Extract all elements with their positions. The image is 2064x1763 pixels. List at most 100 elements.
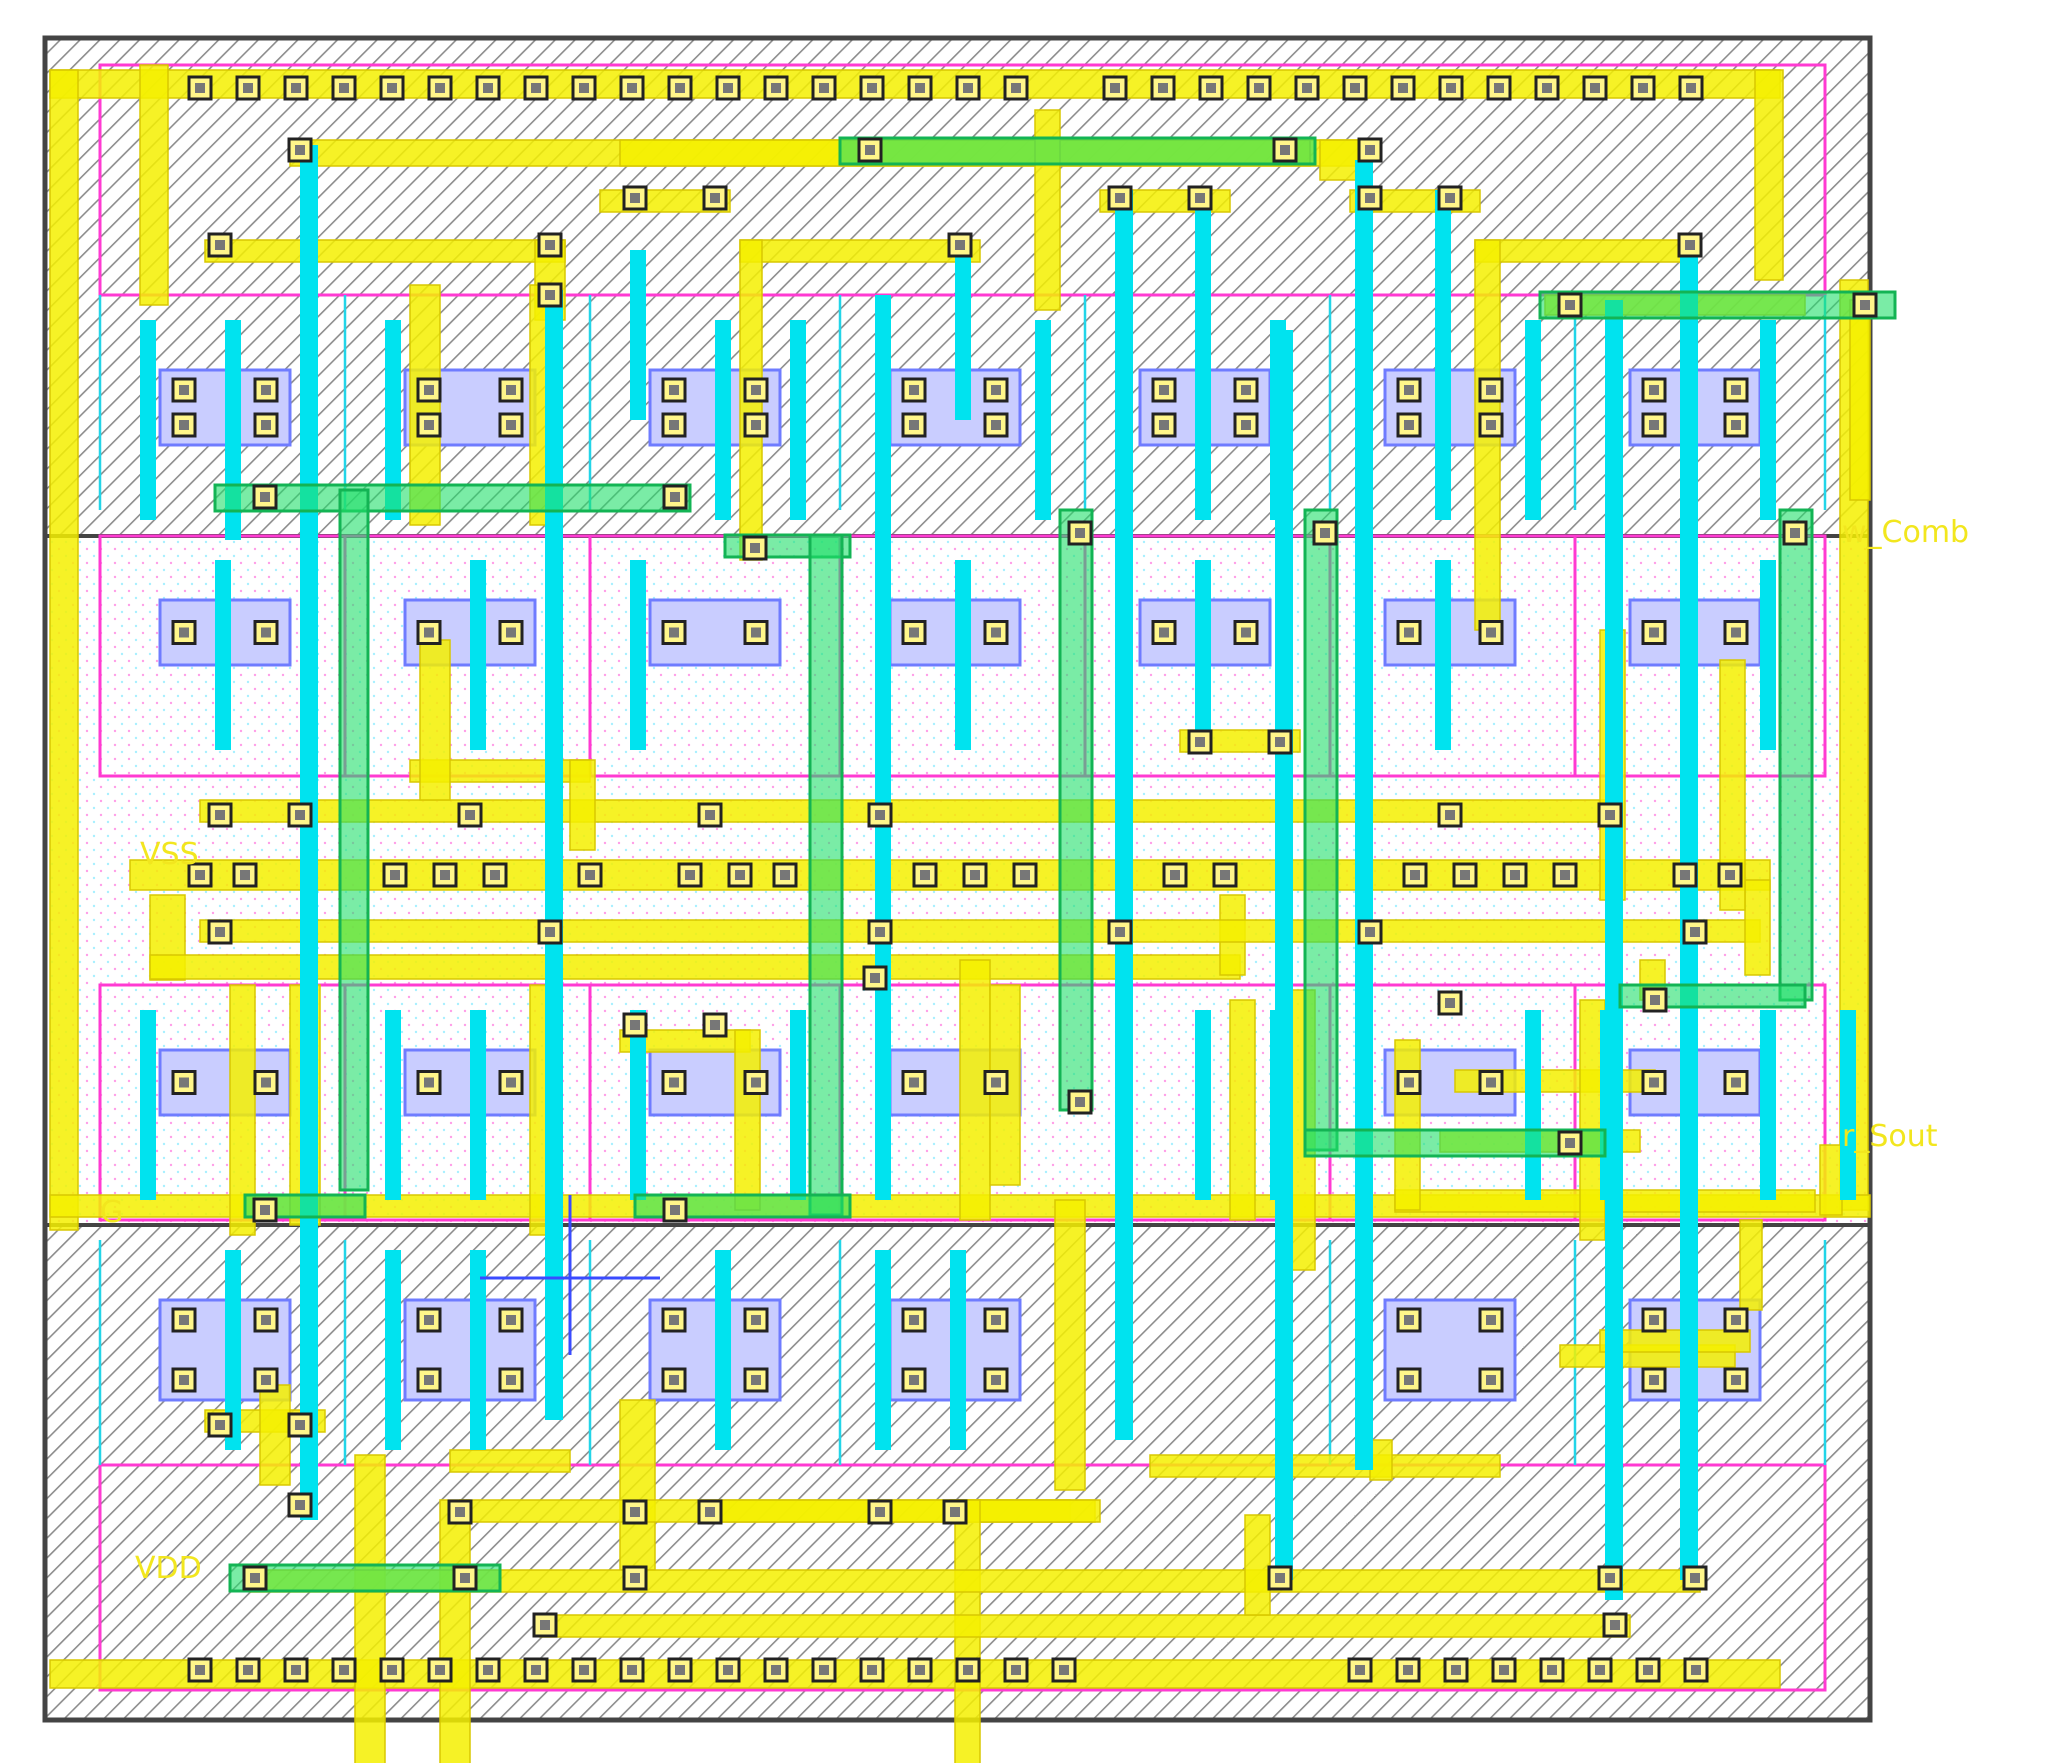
- metal2-strip: [790, 320, 806, 520]
- contact-core: [243, 83, 253, 93]
- contact-core: [179, 1077, 189, 1088]
- contact-core: [991, 385, 1001, 395]
- contact-core: [261, 385, 271, 395]
- contact-core: [1494, 83, 1504, 93]
- metal1-wire: [1819, 1144, 1843, 1216]
- contact-core: [1685, 240, 1695, 250]
- metal1-wire: [229, 984, 256, 1236]
- metal1-wire: [439, 1499, 471, 1763]
- contact-core: [295, 1420, 305, 1430]
- metal1-wire: [1744, 879, 1771, 976]
- contact-core: [1486, 1315, 1496, 1325]
- metal2-strip: [630, 1010, 646, 1200]
- contact-core: [435, 1665, 445, 1675]
- metal2-strip: [1525, 1010, 1541, 1200]
- contact-core: [1075, 1097, 1085, 1107]
- metal2-strip: [470, 1250, 486, 1450]
- metal1-wire: [204, 239, 566, 263]
- contact-core: [991, 1315, 1001, 1325]
- contact-core: [1486, 1077, 1496, 1088]
- metal2-strip: [385, 320, 401, 520]
- contact-core: [735, 870, 745, 880]
- contact-core: [179, 420, 189, 430]
- contact-core: [1731, 385, 1741, 395]
- pin-label-vss: VSS: [140, 837, 199, 872]
- metal1-wire: [619, 1399, 656, 1571]
- metal2-strip: [545, 290, 563, 1420]
- contact-core: [1486, 627, 1496, 638]
- contacts-layer: [171, 75, 1878, 1683]
- contact-core: [875, 1507, 885, 1517]
- contact-core: [950, 1507, 960, 1517]
- contact-core: [531, 1665, 541, 1675]
- contact-core: [1731, 1315, 1741, 1325]
- metal2-strip: [1115, 190, 1133, 1440]
- contact-core: [1059, 1665, 1069, 1675]
- contact-core: [424, 1375, 434, 1385]
- metal2-strip: [715, 1250, 731, 1450]
- contact-core: [1731, 1077, 1741, 1088]
- contact-core: [670, 1205, 680, 1215]
- contact-core: [1610, 1620, 1620, 1630]
- contact-core: [424, 385, 434, 395]
- metal2-strip: [225, 1250, 241, 1450]
- metal2-strip: [790, 1010, 806, 1200]
- contact-core: [1445, 998, 1455, 1008]
- contact-core: [506, 1315, 516, 1325]
- metal2-strip: [140, 320, 156, 520]
- contact-core: [1365, 145, 1375, 155]
- metal1-wire: [1849, 299, 1871, 501]
- contact-core: [780, 870, 790, 880]
- contact-core: [991, 1375, 1001, 1385]
- contact-core: [1254, 83, 1264, 93]
- contact-core: [387, 1665, 397, 1675]
- contact-core: [1195, 193, 1205, 203]
- contact-core: [1159, 385, 1169, 395]
- contact-core: [240, 870, 250, 880]
- metal1-wire: [739, 239, 981, 263]
- contact-core: [723, 1665, 733, 1675]
- metal2-strip: [950, 1250, 966, 1450]
- contact-core: [1320, 528, 1330, 538]
- contact-core: [483, 83, 493, 93]
- contact-core: [1650, 995, 1660, 1005]
- contact-core: [915, 1665, 925, 1675]
- metal3-layer: [213, 136, 1897, 1593]
- contact-core: [579, 83, 589, 93]
- contact-core: [339, 83, 349, 93]
- contact-core: [260, 1205, 270, 1215]
- contact-core: [1649, 627, 1659, 638]
- contact-core: [675, 83, 685, 93]
- metal3-route: [1058, 508, 1094, 1112]
- contact-core: [1499, 1665, 1509, 1675]
- contact-core: [1280, 145, 1290, 155]
- contact-core: [243, 1665, 253, 1675]
- metal2-strip: [1195, 560, 1211, 750]
- contact-core: [1547, 1665, 1557, 1675]
- contact-core: [387, 83, 397, 93]
- contact-core: [261, 420, 271, 430]
- contact-core: [545, 927, 555, 937]
- contact-core: [669, 1375, 679, 1385]
- contact-core: [1159, 420, 1169, 430]
- contact-core: [819, 83, 829, 93]
- contact-core: [867, 83, 877, 93]
- metal1-wire: [1754, 69, 1784, 281]
- metal3-route: [1303, 508, 1339, 1152]
- contact-core: [179, 1315, 189, 1325]
- contact-core: [1510, 870, 1520, 880]
- contact-core: [1486, 385, 1496, 395]
- contact-core: [1410, 870, 1420, 880]
- metal1-wire: [1394, 1039, 1421, 1211]
- contact-core: [1451, 1665, 1461, 1675]
- metal1-wire: [139, 64, 169, 306]
- contact-core: [751, 385, 761, 395]
- contact-core: [751, 420, 761, 430]
- contact-core: [1595, 1665, 1605, 1675]
- metal1-wire: [199, 799, 1621, 823]
- contact-core: [1790, 528, 1800, 538]
- contact-core: [579, 1665, 589, 1675]
- contact-core: [506, 1375, 516, 1385]
- contact-core: [867, 1665, 877, 1675]
- metal3-route: [1303, 1128, 1607, 1158]
